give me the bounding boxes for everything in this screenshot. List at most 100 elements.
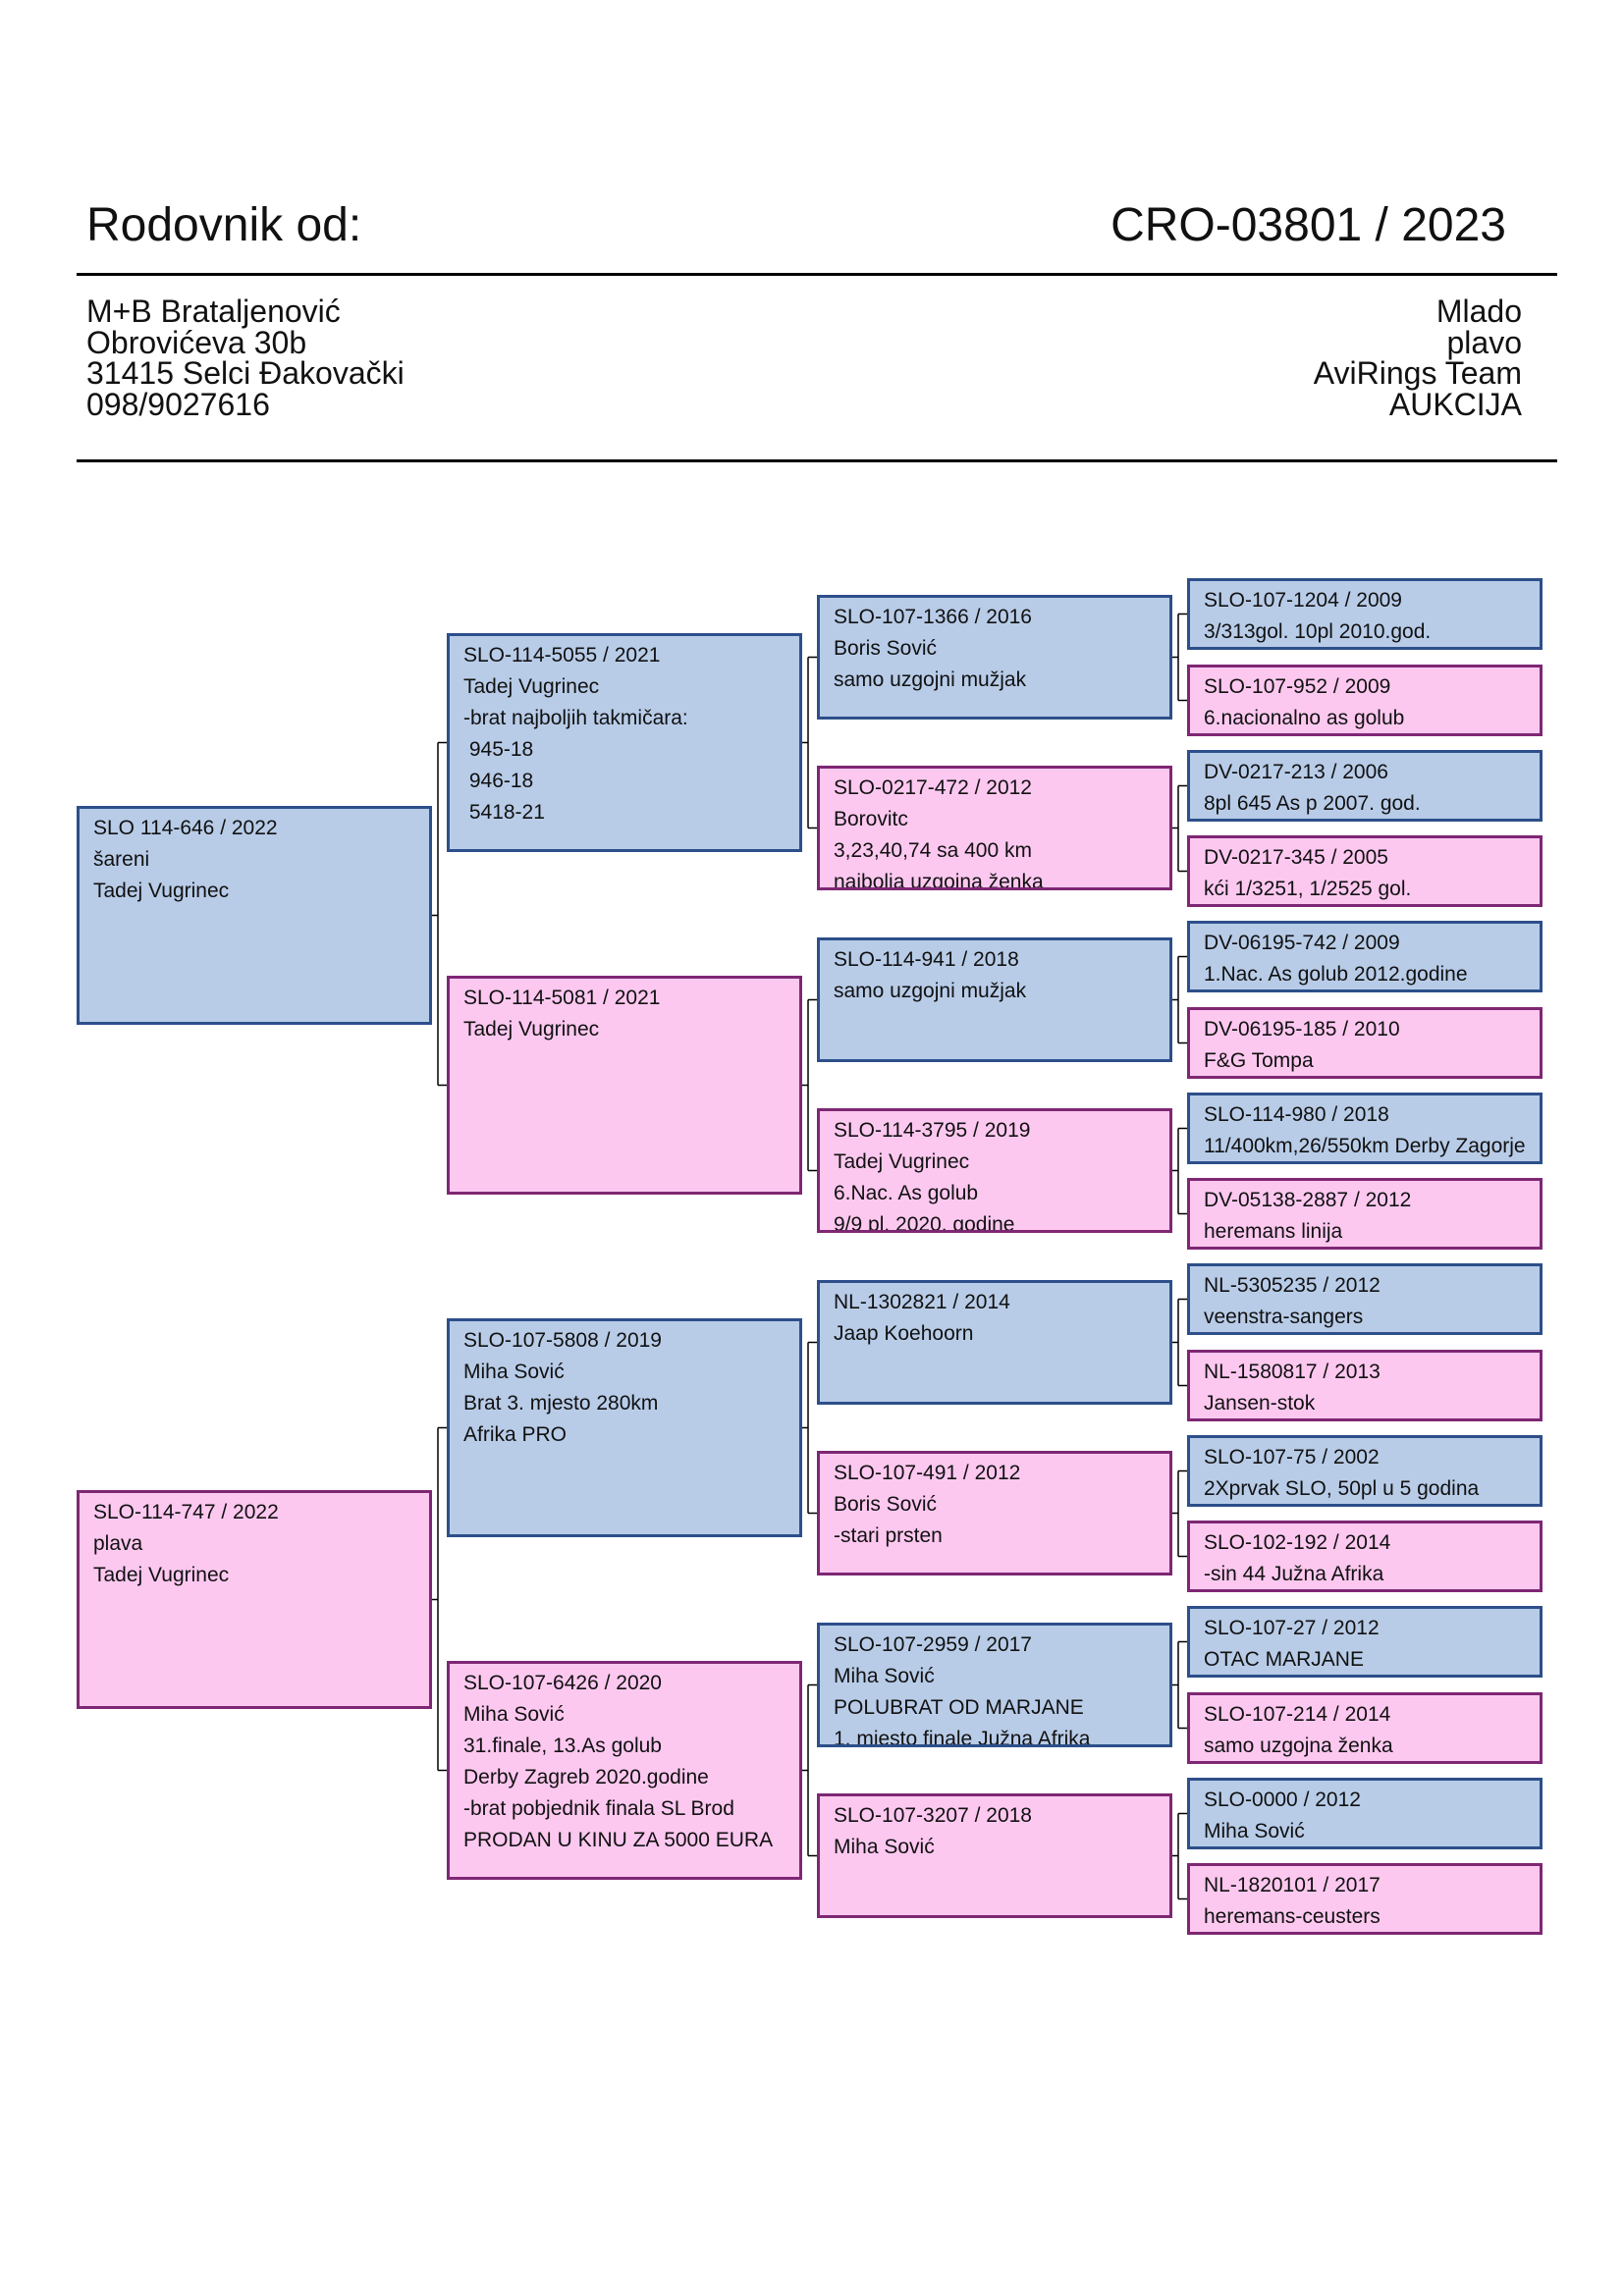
pedigree-line: Derby Zagreb 2020.godine — [463, 1766, 709, 1789]
pedigree-line: SLO-114-5081 / 2021 — [463, 987, 661, 1009]
pedigree-line: DV-0217-213 / 2006 — [1204, 761, 1388, 783]
pedigree-line: -stari prsten — [834, 1524, 943, 1547]
pedigree-line: 1. mjesto finale Južna Afrika — [834, 1728, 1091, 1747]
pedigree-line: SLO 114-646 / 2022 — [93, 817, 278, 839]
pedigree-line: heremans-ceusters — [1204, 1905, 1380, 1928]
pedigree-line: Borovitc — [834, 808, 908, 830]
pedigree-line: SLO-114-747 / 2022 — [93, 1501, 279, 1523]
pedigree-line: SLO-107-214 / 2014 — [1204, 1703, 1391, 1726]
bird-age: Mlado — [1435, 294, 1522, 329]
pedigree-line: 9/9 pl. 2020. godine — [834, 1213, 1015, 1233]
pedigree-line: Miha Sović — [834, 1836, 935, 1858]
pedigree-line: SLO-102-192 / 2014 — [1204, 1531, 1391, 1554]
pedigree-line: Miha Sović — [463, 1703, 565, 1726]
pedigree-line: SLO-114-5055 / 2021 — [463, 644, 661, 667]
pedigree-line: 31.finale, 13.As golub — [463, 1735, 662, 1757]
pedigree-line: 5418-21 — [463, 801, 545, 824]
pedigree-line: Miha Sović — [1204, 1820, 1305, 1842]
pedigree-line: 11/400km,26/550km Derby Zagorje — [1204, 1135, 1526, 1157]
pedigree-g4-mfmm-box[interactable]: SLO-102-192 / 2014 -sin 44 Južna Afrika — [1187, 1521, 1543, 1592]
pedigree-line: Tadej Vugrinec — [463, 1018, 600, 1041]
owner-name: M+B Brataljenović — [86, 294, 341, 329]
pedigree-line: Tadej Vugrinec — [463, 675, 600, 698]
pedigree-line: -brat pobjednik finala SL Brod — [463, 1797, 734, 1820]
pedigree-line: SLO-107-75 / 2002 — [1204, 1446, 1380, 1468]
pedigree-line: Boris Sović — [834, 637, 938, 660]
owner-street: Obrovićeva 30b — [86, 324, 307, 360]
pedigree-line: Miha Sović — [834, 1665, 935, 1687]
pedigree-line: Tadej Vugrinec — [93, 880, 230, 902]
pedigree-line: DV-06195-185 / 2010 — [1204, 1018, 1400, 1041]
pedigree-line: Boris Sović — [834, 1493, 938, 1516]
pedigree-line: šareni — [93, 848, 150, 871]
pedigree-line: Brat 3. mjesto 280km — [463, 1392, 659, 1415]
pedigree-line: -sin 44 Južna Afrika — [1204, 1563, 1384, 1585]
pedigree-g4-mmmm-box[interactable]: NL-1820101 / 2017 heremans-ceusters — [1187, 1863, 1543, 1935]
pedigree-line: SLO-107-1366 / 2016 — [834, 606, 1032, 628]
pedigree-g4-ffff-box[interactable]: SLO-107-1204 / 2009 3/313gol. 10pl 2010.g… — [1187, 578, 1543, 650]
pedigree-g4-mfff-box[interactable]: NL-5305235 / 2012 veenstra-sangers — [1187, 1263, 1543, 1335]
bird-team: AviRings Team — [1313, 355, 1522, 391]
pedigree-line: SLO-107-2959 / 2017 — [834, 1633, 1032, 1656]
pedigree-line: SLO-107-1204 / 2009 — [1204, 589, 1402, 612]
pedigree-line: 6.nacionalno as golub — [1204, 707, 1405, 729]
pedigree-line: 6.Nac. As golub — [834, 1182, 979, 1204]
pedigree-line: 2Xprvak SLO, 50pl u 5 godina — [1204, 1477, 1480, 1500]
pedigree-line: NL-5305235 / 2012 — [1204, 1274, 1380, 1297]
pedigree-line: Jaap Koehoorn — [834, 1322, 974, 1345]
pedigree-line: heremans linija — [1204, 1220, 1343, 1243]
pedigree-line: Afrika PRO — [463, 1423, 568, 1446]
pedigree-line: Jansen-stok — [1204, 1392, 1316, 1415]
pedigree-line: 946-18 — [463, 770, 534, 792]
pedigree-line: POLUBRAT OD MARJANE — [834, 1696, 1084, 1719]
pedigree-line: SLO-114-941 / 2018 — [834, 948, 1019, 971]
pedigree-line: veenstra-sangers — [1204, 1306, 1364, 1328]
pedigree-line: Tadej Vugrinec — [93, 1564, 230, 1586]
page-title: Rodovnik od: — [86, 199, 362, 251]
pedigree-g4-mfmf-box[interactable]: SLO-107-75 / 2002 2Xprvak SLO, 50pl u 5 g… — [1187, 1435, 1543, 1507]
pedigree-line: SLO-107-5808 / 2019 — [463, 1329, 662, 1352]
bird-color: plavo — [1446, 324, 1523, 360]
pedigree-line: 3/313gol. 10pl 2010.god. — [1204, 620, 1432, 643]
pedigree-line: DV-0217-345 / 2005 — [1204, 846, 1388, 869]
ring-number: CRO-03801 / 2023 — [1110, 199, 1506, 251]
pedigree-ggp-fmf-box[interactable]: SLO-114-941 / 2018 samo uzgojni mužjak — [817, 937, 1172, 1062]
pedigree-line: 3,23,40,74 sa 400 km — [834, 839, 1032, 862]
bird-info: Mlado plavo AviRings Team AUKCIJA — [1129, 294, 1523, 420]
pedigree-line: SLO-0000 / 2012 — [1204, 1789, 1361, 1811]
pedigree-line: NL-1580817 / 2013 — [1204, 1361, 1380, 1383]
pedigree-line: F&G Tompa — [1204, 1049, 1314, 1072]
pedigree-line: NL-1820101 / 2017 — [1204, 1874, 1380, 1896]
header-divider — [77, 273, 1557, 276]
pedigree-line: samo uzgojni mužjak — [834, 980, 1027, 1002]
pedigree-line: SLO-107-6426 / 2020 — [463, 1672, 662, 1694]
owner-city: 31415 Selci Đakovački — [86, 355, 405, 391]
pedigree-line: samo uzgojni mužjak — [834, 668, 1027, 691]
pedigree-line: OTAC MARJANE — [1204, 1648, 1364, 1671]
